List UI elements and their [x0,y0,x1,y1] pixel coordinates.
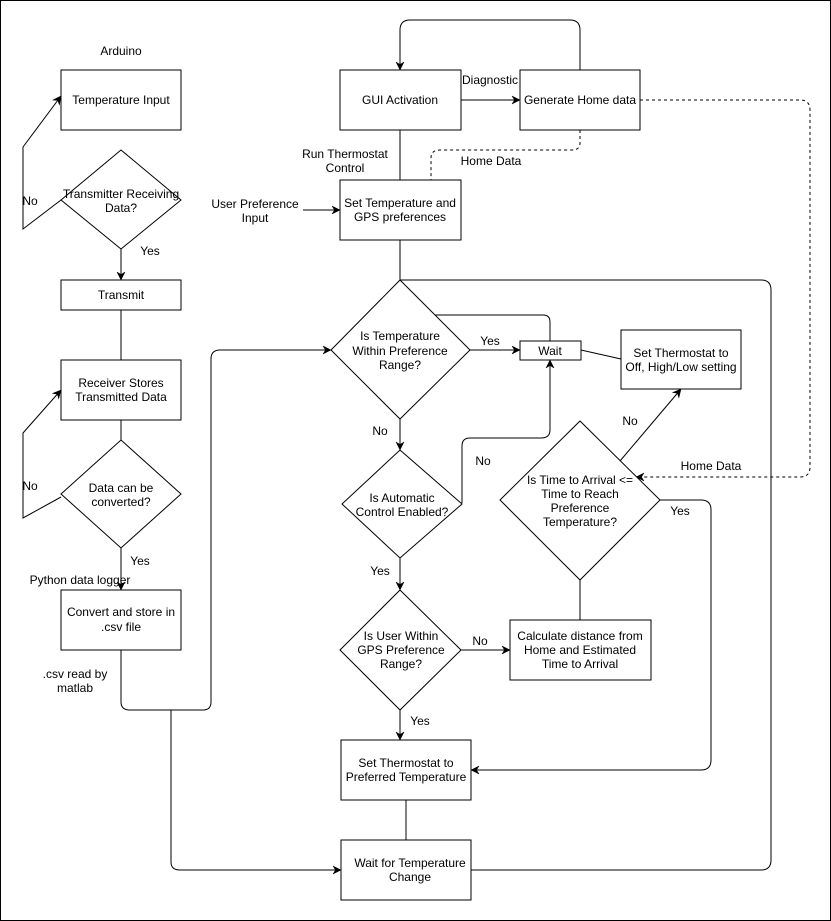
generate-home-text: Generate Home data [524,93,636,107]
set-off-highlow-line-1: Set Thermostat to [633,346,728,360]
wait-text: Wait [538,344,562,358]
set-off-highlow-line-2: Off, High/Low setting [625,360,736,374]
transmit-box[interactable] [60,279,182,311]
label-diagnostic: Diagnostic [462,73,518,87]
arduino-label: Arduino [100,44,142,58]
user-in-gps-line-1: Is User Within [364,629,439,643]
label-yes-gps: Yes [410,714,430,728]
set-preferred-line-1: Set Thermostat to [358,756,453,770]
set-temp-gps-line-1: Set Temperature and [344,196,456,210]
wait-change-line-2: Change [389,870,431,884]
run-thermostat-line-2: Control [326,161,365,175]
user-in-gps-line-3: Range? [380,657,422,671]
time-to-arrival-line-3: Preference [551,501,610,515]
wait-change-box[interactable] [340,839,472,901]
auto-control-line-1: Is Automatic [369,491,434,505]
set-temp-gps-line-2: GPS preferences [354,210,446,224]
edge-labels: No Yes No Yes Diagnostic Home Data Home … [22,73,741,728]
wait-change-line-1: Wait for Temperature [354,856,466,870]
edge-arrival-yes-to-set [470,499,712,775]
transmitter-decision-line-1: Transmitter Receiving [63,187,179,201]
edge-csv-to-wait-change [170,710,342,875]
edge-outer-loop-right [400,279,772,871]
calc-distance-line-3: Time to Arrival [542,657,618,671]
receiver-stores-line-1: Receiver Stores [78,376,163,390]
data-converted-decision[interactable] [60,439,182,549]
edge-setoff-to-wait [580,349,622,360]
label-yes-convert: Yes [130,554,150,568]
temp-in-range-line-1: Is Temperature [360,329,440,343]
label-home-data-1: Home Data [461,154,522,168]
edges [22,19,811,875]
edge-wait-loop-back [409,303,551,341]
temp-in-range-line-2: Within Preference [352,344,448,358]
temp-in-range-decision[interactable] [330,279,471,420]
set-preferred-line-2: Preferred Temperature [346,770,467,784]
time-to-arrival-line-4: Temperature? [543,515,617,529]
edge-no-loop-transmitter [22,95,62,231]
calc-distance-line-2: Home and Estimated [524,643,636,657]
time-to-arrival-decision[interactable] [499,420,661,581]
calc-distance-line-1: Calculate distance from [517,629,642,643]
gui-activation-text: GUI Activation [362,93,438,107]
edge-generate-loop-to-gui [395,19,581,71]
transmitter-decision-line-2: Data? [105,201,137,215]
user-in-gps-decision[interactable] [339,589,462,711]
label-yes-arrival: Yes [670,504,690,518]
python-logger-label: Python data logger [30,573,131,587]
wait-box[interactable] [519,340,582,361]
label-no-gps: No [472,634,488,648]
calc-distance-box[interactable] [509,619,652,681]
temperature-input-box[interactable] [60,69,182,131]
transmit-text: Transmit [98,288,145,302]
set-temp-gps-box[interactable] [339,179,462,241]
temp-in-range-line-3: Range? [379,358,421,372]
label-yes-auto: Yes [370,564,390,578]
auto-control-decision[interactable] [341,449,463,559]
set-off-highlow-box[interactable] [620,329,742,390]
run-thermostat-line-1: Run Thermostat [302,147,388,161]
edge-auto-no-to-wait [461,359,555,503]
label-no-convert: No [22,479,38,493]
user-pref-line-1: User Preference [211,197,299,211]
time-to-arrival-line-2: Time to Reach [541,487,619,501]
edge-arrival-no-to-setoff [619,388,682,462]
user-in-gps-line-2: GPS Preference [357,643,445,657]
receiver-stores-box[interactable] [60,359,182,421]
convert-store-box[interactable] [60,589,182,651]
label-no-arrival: No [622,414,638,428]
temperature-input-text: Temperature Input [72,93,170,107]
label-yes-temp-range: Yes [480,334,500,348]
time-to-arrival-line-1: Is Time to Arrival <= [527,473,633,487]
csv-matlab-line-2: matlab [57,681,93,695]
edge-csv-to-temp-range [120,345,332,711]
nodes: Arduino Temperature Input Transmitter Re… [30,44,742,901]
set-preferred-box[interactable] [340,739,472,801]
label-no-transmitter: No [22,194,38,208]
label-home-data-2: Home Data [681,459,742,473]
convert-store-line-2: .csv file [101,620,141,634]
receiver-stores-line-2: Transmitted Data [75,390,167,404]
transmitter-decision[interactable] [60,149,182,250]
label-no-auto: No [475,454,491,468]
data-converted-line-2: converted? [91,495,151,509]
edge-no-loop-convert [22,389,62,519]
auto-control-line-2: Control Enabled? [356,505,449,519]
gui-activation-box[interactable] [339,69,462,131]
user-pref-line-2: Input [242,211,269,225]
label-no-temp-range: No [372,424,388,438]
edge-home-data-dashed [430,130,581,180]
convert-store-line-1: Convert and store in [67,605,175,619]
data-converted-line-1: Data can be [89,481,154,495]
generate-home-box[interactable] [519,69,641,131]
edge-home-data-dashed-long [635,99,811,482]
csv-matlab-line-1: .csv read by [43,667,108,681]
label-yes-transmitter: Yes [140,244,160,258]
